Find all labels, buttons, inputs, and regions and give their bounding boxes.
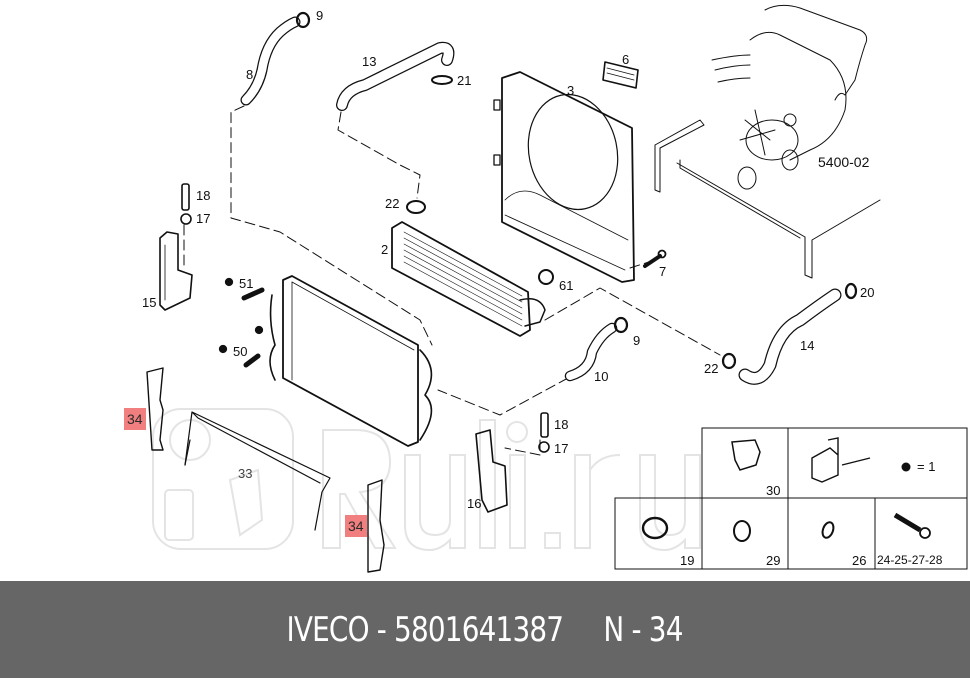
- callout-2: 2: [381, 242, 389, 257]
- callout-51: 51: [239, 276, 254, 291]
- callout-17: 17: [196, 211, 211, 226]
- reference-code: 5400-02: [818, 154, 870, 170]
- callout-10: 10: [594, 369, 609, 384]
- callout-50: 50: [233, 344, 248, 359]
- legend-label-29: 29: [766, 553, 781, 568]
- callout-7: 7: [659, 264, 667, 279]
- callout-14: 14: [800, 338, 815, 353]
- callout-61: 61: [559, 278, 574, 293]
- exploded-view-drawing: [146, 4, 968, 573]
- callout-6: 6: [622, 52, 630, 67]
- callout-15: 15: [142, 295, 157, 310]
- callout-17: 17: [554, 441, 569, 456]
- callout-33: 33: [238, 466, 253, 481]
- callout-3: 3: [567, 83, 575, 98]
- callout-18: 18: [196, 188, 211, 203]
- parts-diagram: 9 8 13 21 6 3 18 17 22 2 7 51 61 15 20 9…: [124, 4, 968, 573]
- callout-16: 16: [467, 496, 482, 511]
- highlighted-callout-34[interactable]: 34: [124, 408, 146, 430]
- callout-22: 22: [385, 196, 400, 211]
- callout-13: 13: [362, 54, 377, 69]
- callout-21: 21: [457, 73, 472, 88]
- legend-bullet-note: = 1: [917, 459, 936, 474]
- callout-8: 8: [246, 67, 254, 82]
- part-caption: IVECO - 5801641387 N - 34: [286, 609, 684, 650]
- footer-bar: IVECO - 5801641387 N - 34: [0, 581, 970, 678]
- legend-label-19: 19: [680, 553, 695, 568]
- callout-9: 9: [316, 8, 324, 23]
- callout-22: 22: [704, 361, 719, 376]
- legend-label-26: 26: [852, 553, 867, 568]
- callout-9: 9: [633, 333, 641, 348]
- legend-grid: [614, 427, 968, 570]
- callout-18: 18: [554, 417, 569, 432]
- legend-label-30: 30: [766, 483, 781, 498]
- legend-label-24-25-27-28: 24-25-27-28: [877, 553, 943, 567]
- callout-20: 20: [860, 285, 875, 300]
- highlighted-callout-34[interactable]: 34: [345, 515, 367, 537]
